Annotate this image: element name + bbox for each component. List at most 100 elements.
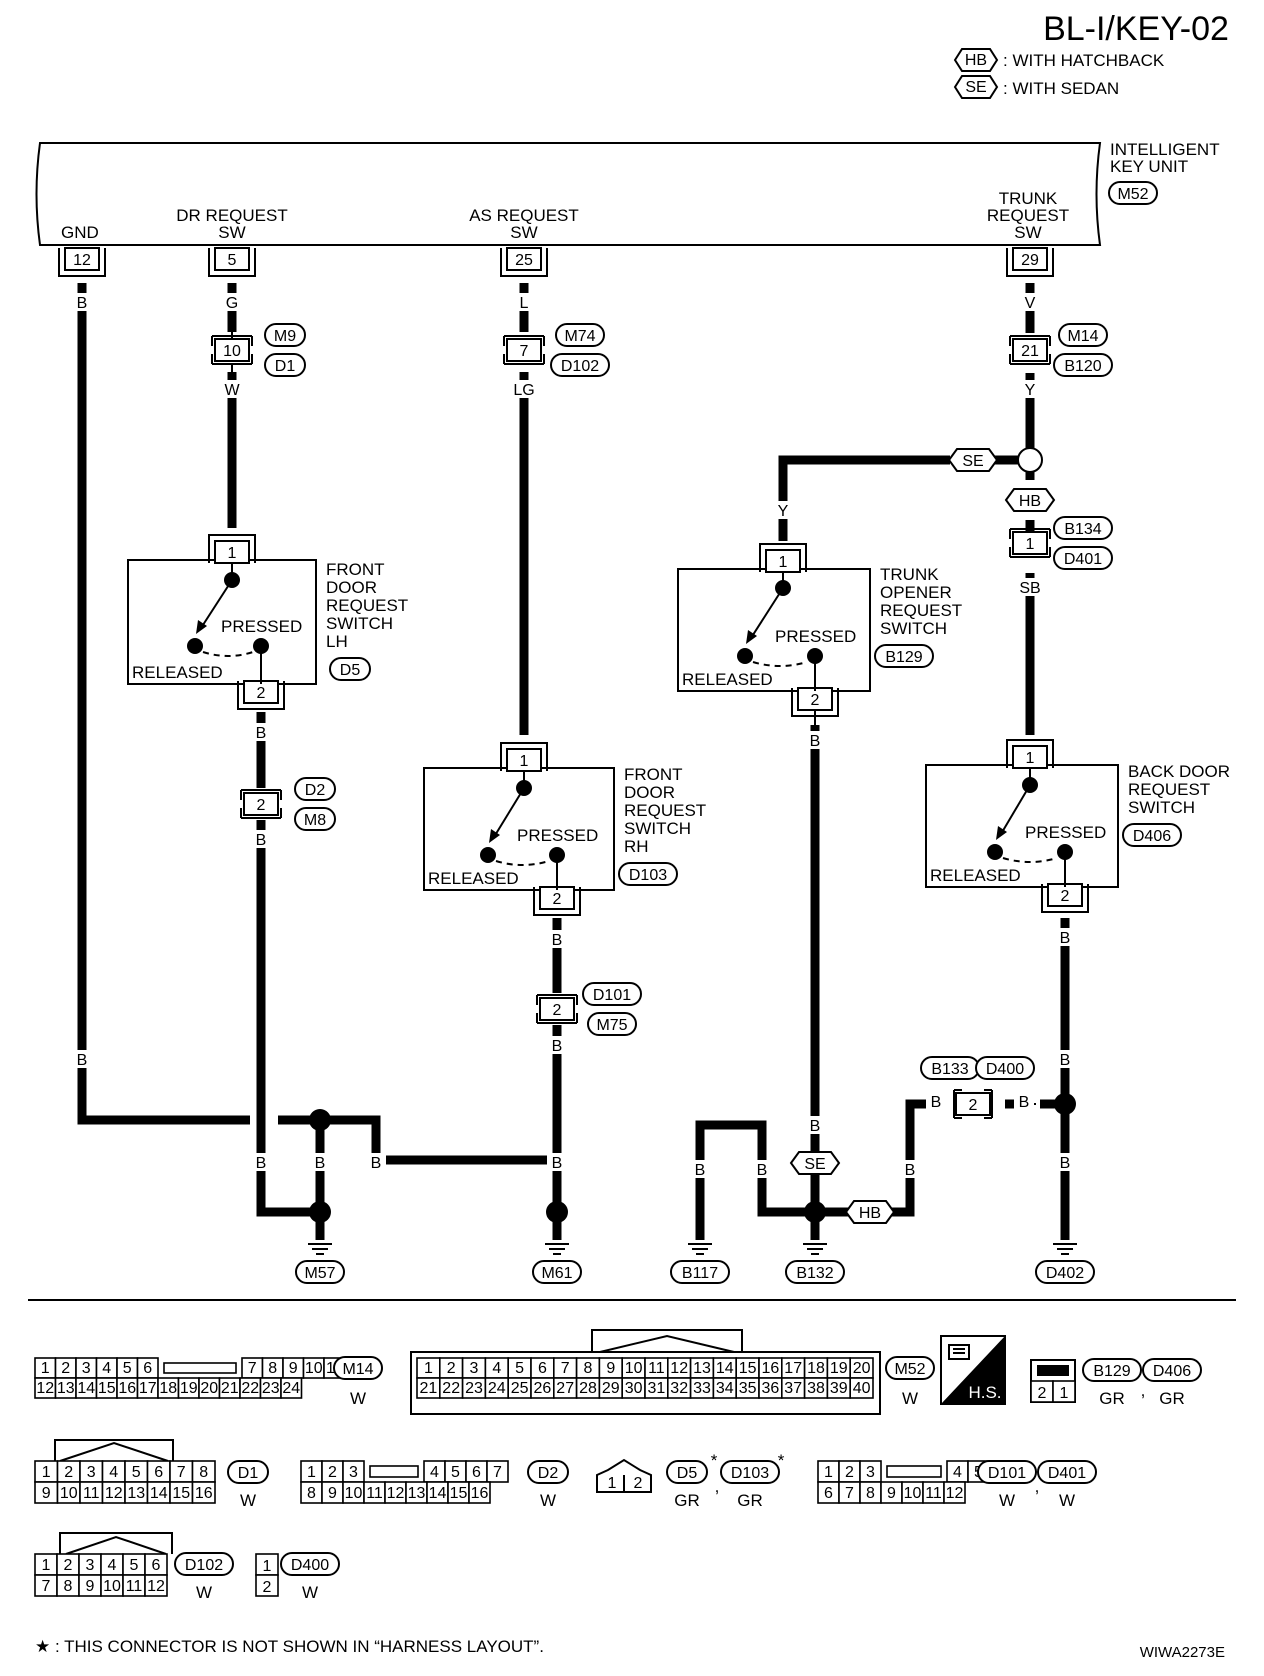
connector-view-m52-color: W: [902, 1389, 918, 1408]
connector-view-d101-pin-10: 10: [904, 1485, 922, 1502]
wire-se-branch-b: [778, 455, 950, 541]
connector-view-d101-pin-12: 12: [946, 1485, 964, 1502]
connector-view-d2-name: D2: [527, 1460, 569, 1484]
connector-view-m52-pin-30: 30: [625, 1380, 643, 1397]
connector-view-d101-pin-3: 3: [866, 1464, 875, 1481]
inline-connector-m74-d102-tag-b-label: D102: [561, 358, 599, 375]
inline-connector-d2-m8-pin: 2: [257, 797, 266, 814]
junction-m61: [546, 1201, 568, 1223]
connector-view-d401-name: D401: [1037, 1460, 1097, 1484]
connector-view-d2-pin-6: 6: [472, 1464, 481, 1481]
connector-view-d1-pin-14: 14: [150, 1485, 168, 1502]
wire-label-rh-after-text: B: [552, 1038, 563, 1055]
wire-label-b133-in-text: B: [931, 1094, 942, 1111]
connector-view-m52-pin-36: 36: [762, 1380, 780, 1397]
inline-connector-d101-m75-tag-b: M75: [587, 1012, 637, 1036]
switch-back-connector-label: D406: [1133, 828, 1171, 845]
legend-hb-text: : WITH HATCHBACK: [1003, 51, 1165, 70]
inline-connector-d2-m8-tag-a-label: D2: [305, 782, 326, 799]
inline-connector-b134-d401-tag-b: D401: [1053, 546, 1113, 570]
key-unit-connector: M52: [1108, 181, 1158, 205]
key-unit-pin-trunk: 29: [1006, 247, 1054, 277]
inline-connector-b134-d401-pin: 1: [1026, 536, 1035, 553]
wire-label-m57-left: B: [251, 1153, 271, 1172]
connector-view-d1-pin-9: 9: [42, 1485, 51, 1502]
connector-view-d1-pin-4: 4: [109, 1464, 118, 1481]
junction-b132: [804, 1201, 826, 1223]
connector-view-d101-pin-6: 6: [824, 1485, 833, 1502]
switch-rh-connector-label: D103: [629, 867, 667, 884]
switch-lh-name-1: FRONT: [326, 560, 385, 579]
connector-view-d2-pin-9: 9: [328, 1485, 337, 1502]
connector-view-m14-pin-3: 3: [82, 1360, 91, 1377]
key-unit-name-1: INTELLIGENT: [1110, 140, 1220, 159]
connector-view-d2-pin-8: 8: [307, 1485, 316, 1502]
connector-view-m52-pin-15: 15: [739, 1360, 757, 1377]
connector-view-d102-pin-1: 1: [42, 1557, 51, 1574]
switch-rh-name-3: REQUEST: [624, 801, 706, 820]
connector-view-m14-pin-13: 13: [57, 1380, 75, 1397]
pin-label-dr-2: SW: [218, 223, 245, 242]
connector-view-m52-pin-21: 21: [420, 1380, 438, 1397]
connector-view-m14-pin-6: 6: [143, 1360, 152, 1377]
ground-m61: M61: [532, 1243, 582, 1284]
connector-view-m52-pin-14: 14: [716, 1360, 734, 1377]
connector-view-m14-pin-9: 9: [289, 1360, 298, 1377]
wire-label-sb-text: SB: [1019, 580, 1040, 597]
connector-view-d102-name: D102: [174, 1552, 234, 1576]
switch-lh-frame: [127, 559, 317, 685]
wire-lh-ground: [256, 820, 320, 1217]
connector-view-m14-pin-21: 21: [221, 1380, 239, 1397]
inline-connector-m9-d1-tag-a-label: M9: [274, 328, 296, 345]
switch-trunk-pin-out-number: 2: [811, 692, 820, 709]
branch-tag-se-label: SE: [962, 453, 983, 470]
connector-view-d1-pin-7: 7: [177, 1464, 186, 1481]
connector-view-m52-pin-4: 4: [492, 1360, 501, 1377]
connector-view-m52-pin-35: 35: [739, 1380, 757, 1397]
connector-view-d101-name: D101: [977, 1460, 1037, 1484]
ground-d402-tag: D402: [1035, 1260, 1095, 1284]
switch-lh-pin-out-number: 2: [257, 685, 266, 702]
junction-gnd-bus: [309, 1109, 331, 1131]
branch-tag-se-ground: SE: [789, 1151, 841, 1175]
switch-trunk-pin-in-number: 1: [779, 554, 788, 571]
connector-view-m52-pin-10: 10: [625, 1360, 643, 1377]
footnote: ★ : THIS CONNECTOR IS NOT SHOWN IN “HARN…: [35, 1637, 544, 1656]
switch-trunk-pressed: PRESSED: [775, 627, 856, 646]
connector-view-d102-pin-9: 9: [86, 1578, 95, 1595]
connector-view-d1-pin-5: 5: [132, 1464, 141, 1481]
junction-d402: [1054, 1093, 1076, 1115]
wire-label-b132-left: B: [752, 1160, 772, 1179]
branch-tag-hb-ground: HB: [844, 1200, 896, 1224]
wire-label-back-out-text: B: [1060, 930, 1071, 947]
legend-se-text: : WITH SEDAN: [1003, 79, 1119, 98]
inline-connector-m14-b120-pin: 21: [1021, 343, 1039, 360]
connector-view-d406-name-label: D406: [1153, 1363, 1191, 1380]
wire-label-lh-after: B: [251, 830, 271, 849]
connector-view-m52-pin-9: 9: [606, 1360, 615, 1377]
wire-label-dr-mid: W: [222, 380, 242, 399]
wire-label-d402: B: [1055, 1153, 1075, 1172]
wire-label-as-mid-text: LG: [513, 382, 534, 399]
switch-lh-released-contact: [187, 638, 203, 654]
connector-view-d101-pin-9: 9: [887, 1485, 896, 1502]
inline-connector-b134-d401-tag-a: B134: [1053, 516, 1113, 540]
connector-view-d400: 12: [255, 1553, 279, 1597]
connector-view-m52-pin-27: 27: [556, 1380, 574, 1397]
wire-label-sb: SB: [1019, 578, 1041, 597]
inline-connector-m74-d102-tag-b: D102: [550, 353, 610, 377]
wire-label-rh-out-text: B: [552, 932, 563, 949]
inline-connector-b134-d401-tag-a-label: B134: [1064, 521, 1101, 538]
wire-label-trunk-switch-out-text: B: [810, 733, 821, 750]
connector-view-m14-pin-2: 2: [61, 1360, 70, 1377]
connector-view-d400-name-label: D400: [291, 1557, 329, 1574]
ground-m57: M57: [295, 1243, 345, 1284]
connector-view-d102-frame: [59, 1532, 173, 1555]
pin-label-as-1: AS REQUEST: [469, 206, 579, 225]
ground-b117: B117: [670, 1243, 730, 1284]
connector-view-d101-pin-8: 8: [866, 1485, 875, 1502]
